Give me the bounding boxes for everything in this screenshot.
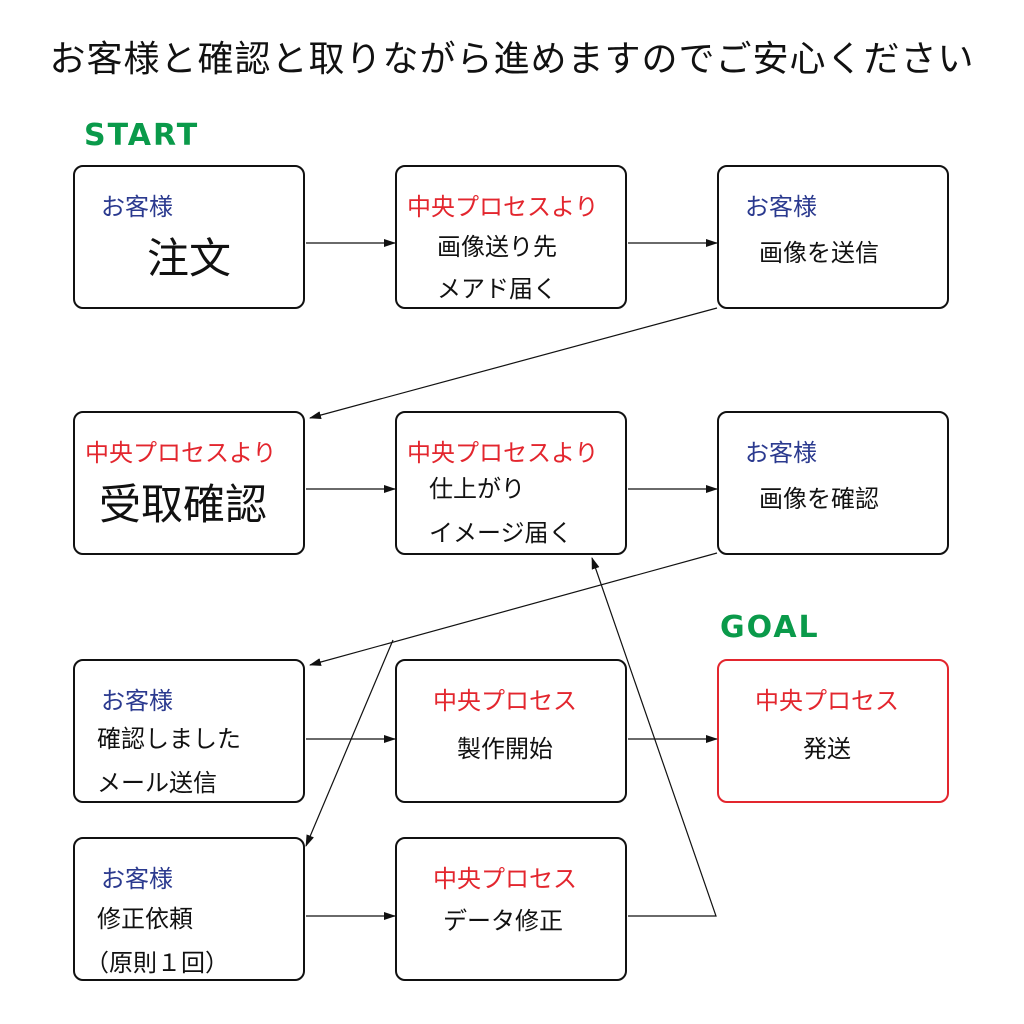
box-check-image: お客様 画像を確認 bbox=[717, 411, 949, 555]
box-send-image-line1: 画像を送信 bbox=[759, 239, 879, 267]
arrow-send-to-receive bbox=[309, 307, 718, 419]
box-confirm-mail-line2: メール送信 bbox=[97, 769, 217, 797]
box-production-start-head: 中央プロセス bbox=[433, 687, 577, 715]
box-data-fix-line1: データ修正 bbox=[443, 907, 563, 935]
box-finish-image: 中央プロセスより 仕上がり イメージ届く bbox=[395, 411, 627, 555]
box-order: お客様 注文 bbox=[73, 165, 305, 309]
box-finish-image-line2: イメージ届く bbox=[429, 519, 573, 547]
box-shipping-goal-line1: 発送 bbox=[803, 735, 851, 763]
box-confirm-mail: お客様 確認しました メール送信 bbox=[73, 659, 305, 803]
page-title: お客様と確認と取りながら進めますのでご安心ください bbox=[49, 39, 975, 80]
box-send-image-head: お客様 bbox=[745, 193, 817, 221]
box-receive-confirm-main: 受取確認 bbox=[99, 480, 268, 529]
start-label: START bbox=[84, 118, 200, 153]
goal-label: GOAL bbox=[720, 610, 820, 645]
box-revision-request-line1: 修正依頼 bbox=[97, 905, 193, 933]
box-revision-request-head: お客様 bbox=[101, 865, 173, 893]
arrow-check-to-confirm bbox=[309, 552, 718, 666]
box-production-start: 中央プロセス 製作開始 bbox=[395, 659, 627, 803]
box-revision-request: お客様 修正依頼 （原則１回） bbox=[73, 837, 305, 981]
box-send-address-head: 中央プロセスより bbox=[407, 193, 599, 221]
box-order-main: 注文 bbox=[147, 234, 232, 283]
box-confirm-mail-line1: 確認しました bbox=[97, 725, 241, 753]
box-send-image: お客様 画像を送信 bbox=[717, 165, 949, 309]
box-finish-image-head: 中央プロセスより bbox=[407, 439, 599, 467]
box-shipping-goal: 中央プロセス 発送 bbox=[717, 659, 949, 803]
box-data-fix: 中央プロセス データ修正 bbox=[395, 837, 627, 981]
box-send-address: 中央プロセスより 画像送り先 メアド届く bbox=[395, 165, 627, 309]
box-send-address-line1: 画像送り先 bbox=[437, 233, 557, 261]
box-check-image-head: お客様 bbox=[745, 439, 817, 467]
box-shipping-goal-head: 中央プロセス bbox=[755, 687, 899, 715]
box-order-head: お客様 bbox=[101, 193, 173, 221]
box-data-fix-head: 中央プロセス bbox=[433, 865, 577, 893]
box-confirm-mail-head: お客様 bbox=[101, 687, 173, 715]
arrow-check-to-revision bbox=[305, 639, 394, 847]
box-send-address-line2: メアド届く bbox=[437, 275, 557, 303]
arrow-fix-to-finish bbox=[591, 557, 717, 917]
box-receive-confirm: 中央プロセスより 受取確認 bbox=[73, 411, 305, 555]
box-receive-confirm-head: 中央プロセスより bbox=[85, 439, 277, 467]
box-revision-request-line2: （原則１回） bbox=[85, 949, 229, 977]
box-finish-image-line1: 仕上がり bbox=[429, 475, 525, 503]
box-check-image-line1: 画像を確認 bbox=[759, 485, 879, 513]
box-production-start-line1: 製作開始 bbox=[457, 735, 553, 763]
